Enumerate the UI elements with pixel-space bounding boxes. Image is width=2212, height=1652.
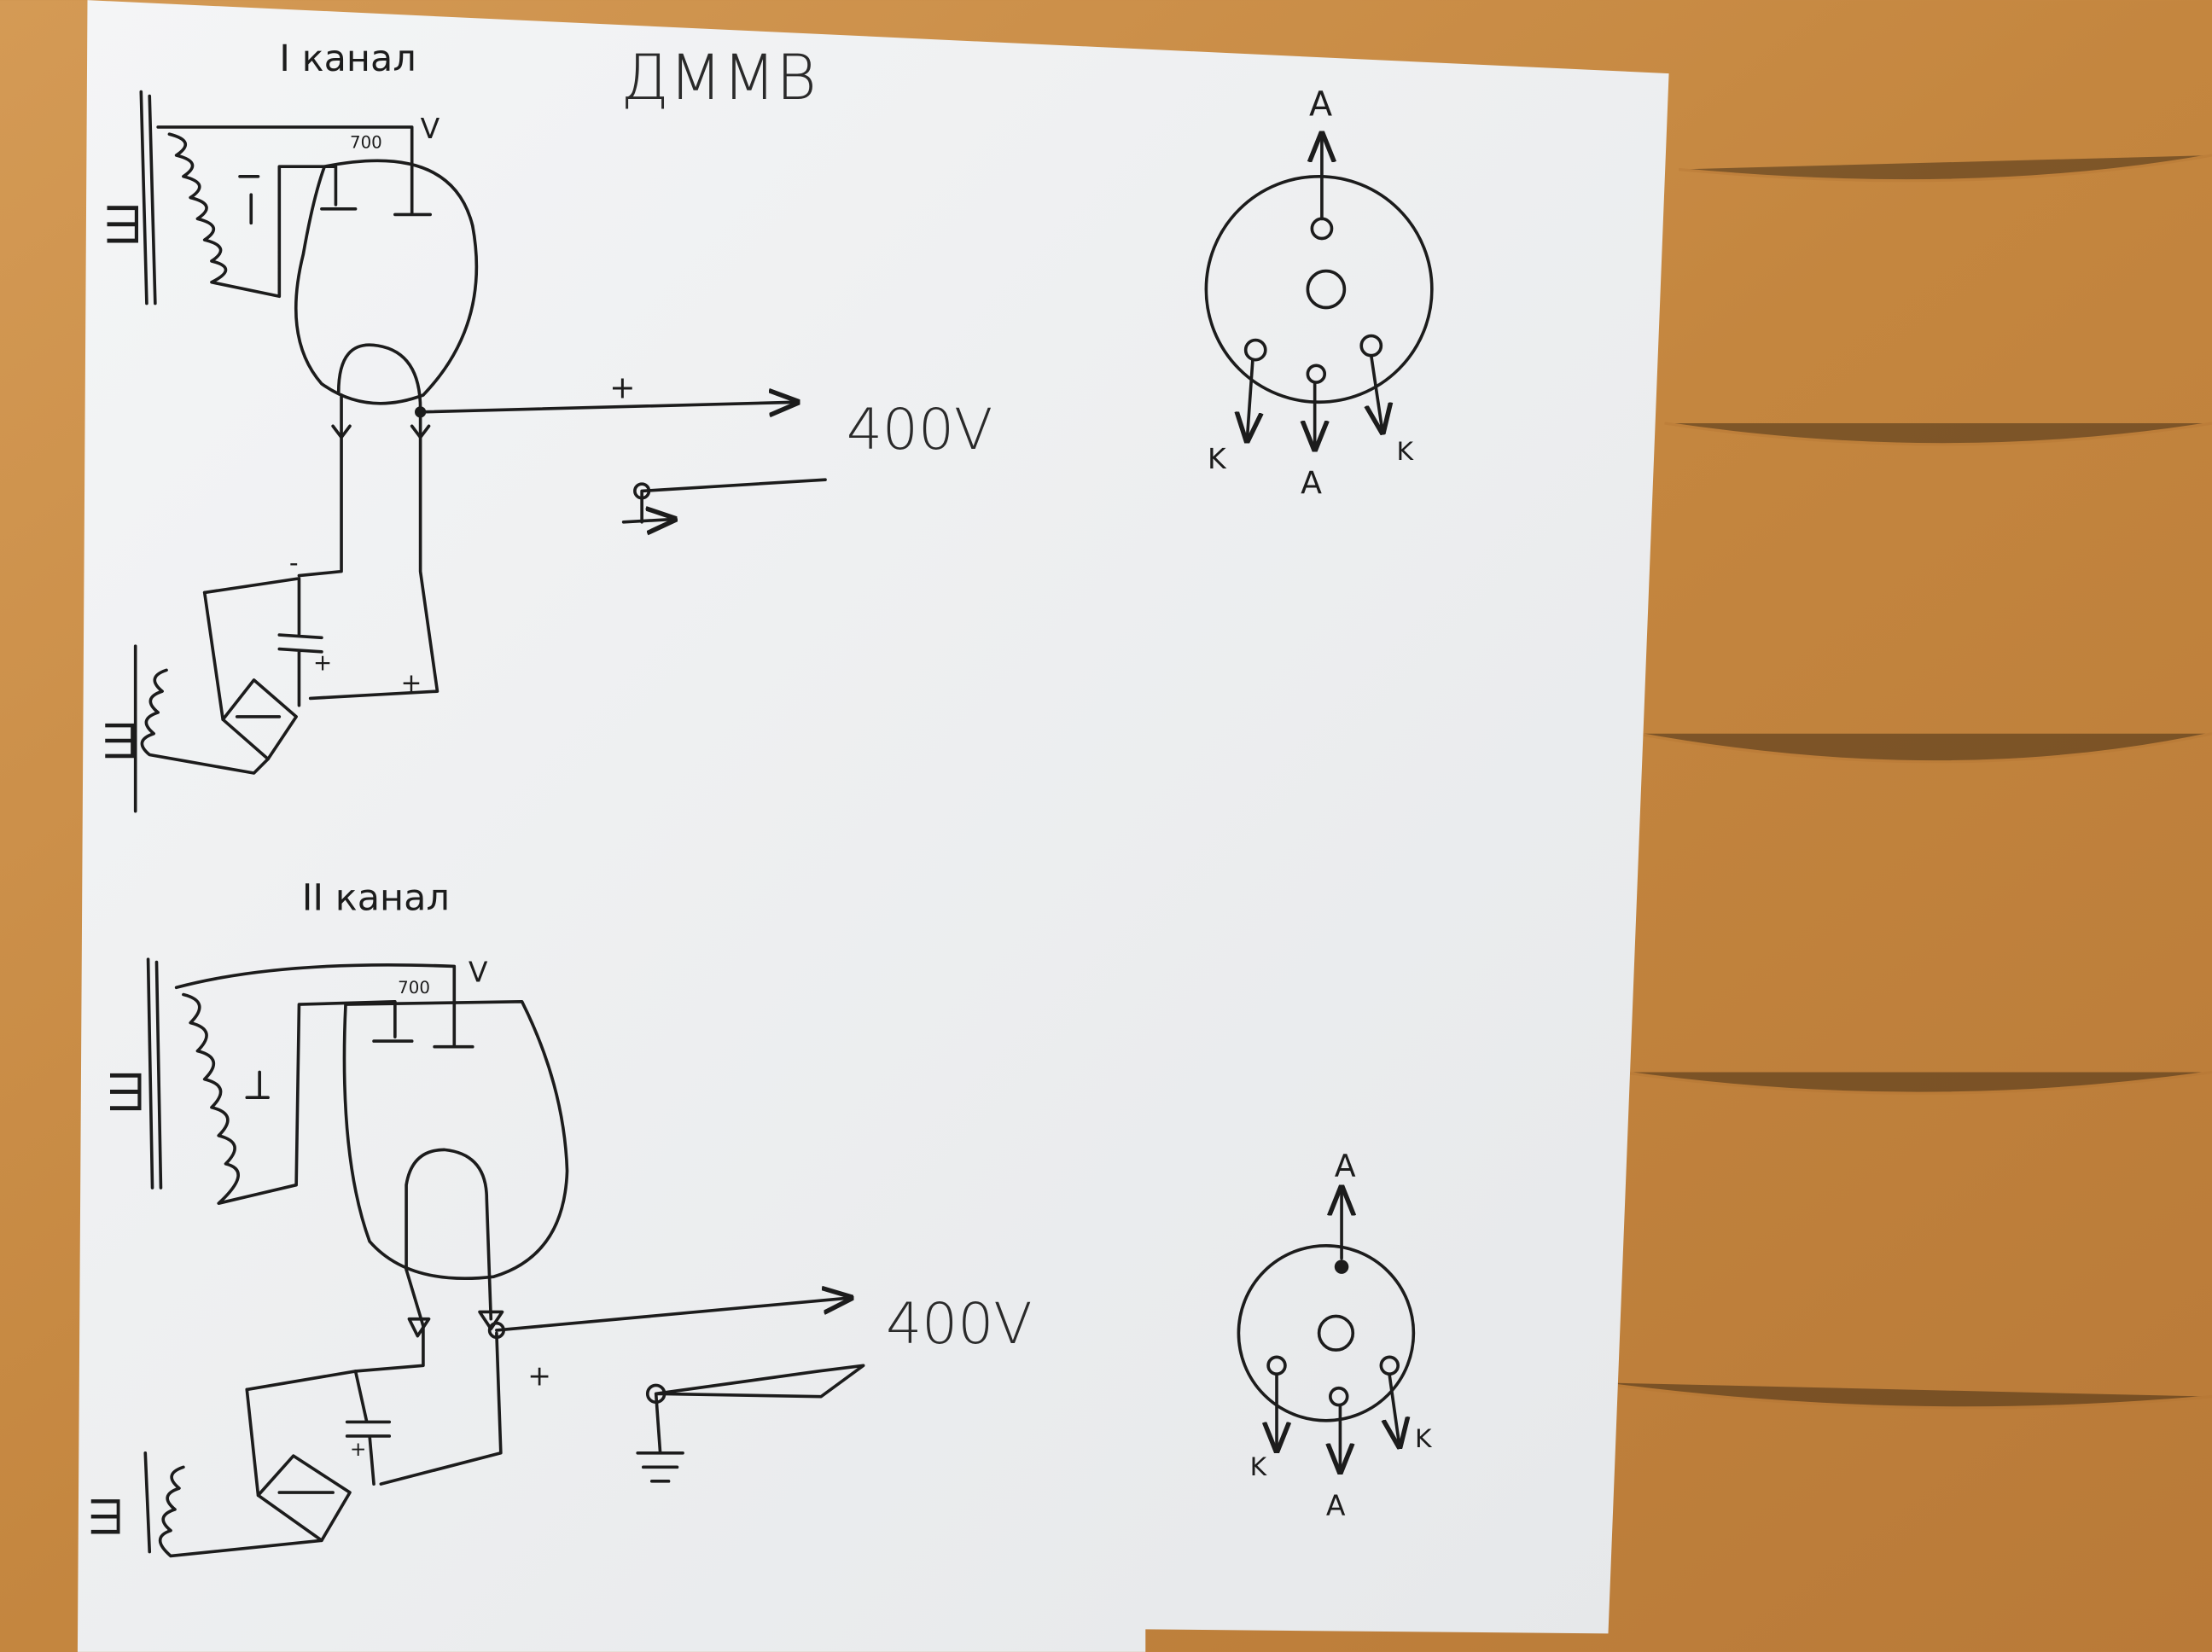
cathode-wires [353, 1268, 503, 1486]
socket-key [1317, 1314, 1355, 1352]
socket-key [1306, 269, 1347, 310]
high-voltage-value: 700 [350, 133, 382, 153]
ground-terminal [645, 1383, 667, 1405]
bridge-rectifier [245, 1387, 352, 1543]
output-plus: + [609, 369, 635, 405]
tube-socket-1: A K A K [1204, 85, 1434, 502]
tube-envelope [294, 159, 479, 405]
transformer-label: Ш [102, 1069, 151, 1114]
channel-1: I канал Ш 700 V + 400V - + + Ш [97, 38, 992, 813]
heater-minus [238, 174, 260, 225]
wire-arrows [331, 424, 431, 439]
pin-top-label: A [1335, 1148, 1356, 1184]
cap-plus: + [350, 1439, 366, 1461]
wire-plus: + [400, 668, 422, 698]
pin-right-label: K [1415, 1424, 1433, 1454]
output-voltage: 400V [847, 397, 992, 462]
output-plus-line [418, 402, 797, 412]
channel-2: II канал Ш 700 V + 400V + Ш [84, 876, 1033, 1558]
junction [415, 406, 427, 418]
tube-electrodes [320, 167, 433, 217]
pin-bottom-label: A [1301, 465, 1322, 502]
heater-winding [174, 963, 457, 1206]
output-plus: + [527, 1358, 551, 1392]
filter-capacitor [202, 577, 323, 707]
output-voltage: 400V [886, 1291, 1032, 1357]
tube-socket-2: A K A K [1237, 1148, 1433, 1522]
voltage-unit: V [421, 112, 440, 145]
heater-minus [245, 1070, 270, 1100]
tube-cathode [336, 343, 422, 411]
transformer-core [139, 90, 157, 305]
transformer-core [146, 957, 163, 1190]
ground-line [621, 478, 827, 522]
title: ДММВ [620, 42, 817, 114]
cathode-wires [297, 393, 439, 701]
voltage-unit: V [469, 956, 488, 989]
wire-arrows [407, 1310, 504, 1338]
pin-left-label: K [1208, 442, 1227, 475]
pin-right-label: K [1397, 437, 1415, 467]
tube-electrodes [372, 1003, 474, 1049]
high-voltage-value: 700 [398, 978, 430, 998]
tube-cathode [405, 1148, 493, 1321]
secondary-transformer [133, 644, 270, 813]
minus-label: - [289, 549, 299, 579]
junction [487, 1321, 505, 1340]
transformer-label: Ш [99, 201, 148, 247]
socket-outline [1237, 1243, 1416, 1422]
output-plus-line [495, 1298, 851, 1332]
channel-2-label: II канал [302, 876, 450, 919]
ground-line [636, 1364, 865, 1483]
secondary-transformer [143, 1451, 323, 1558]
filter-capacitor [245, 1370, 392, 1486]
ground-terminal [633, 482, 651, 500]
transformer2-label: Ш [97, 719, 143, 761]
pin-top-label: A [1309, 85, 1332, 125]
wood-grain [1593, 154, 2212, 1410]
paper-sheet [77, 0, 1669, 1652]
pin-bottom-label: A [1326, 1489, 1346, 1522]
tube-envelope [342, 999, 569, 1281]
cap-plus: + [313, 649, 332, 676]
transformer2-label: Ш [84, 1495, 130, 1537]
socket-outline [1204, 174, 1434, 404]
bridge-rectifier [202, 590, 298, 761]
pin-left-label: K [1250, 1452, 1268, 1482]
heater-winding [156, 125, 414, 299]
channel-1-label: I канал [279, 38, 416, 80]
